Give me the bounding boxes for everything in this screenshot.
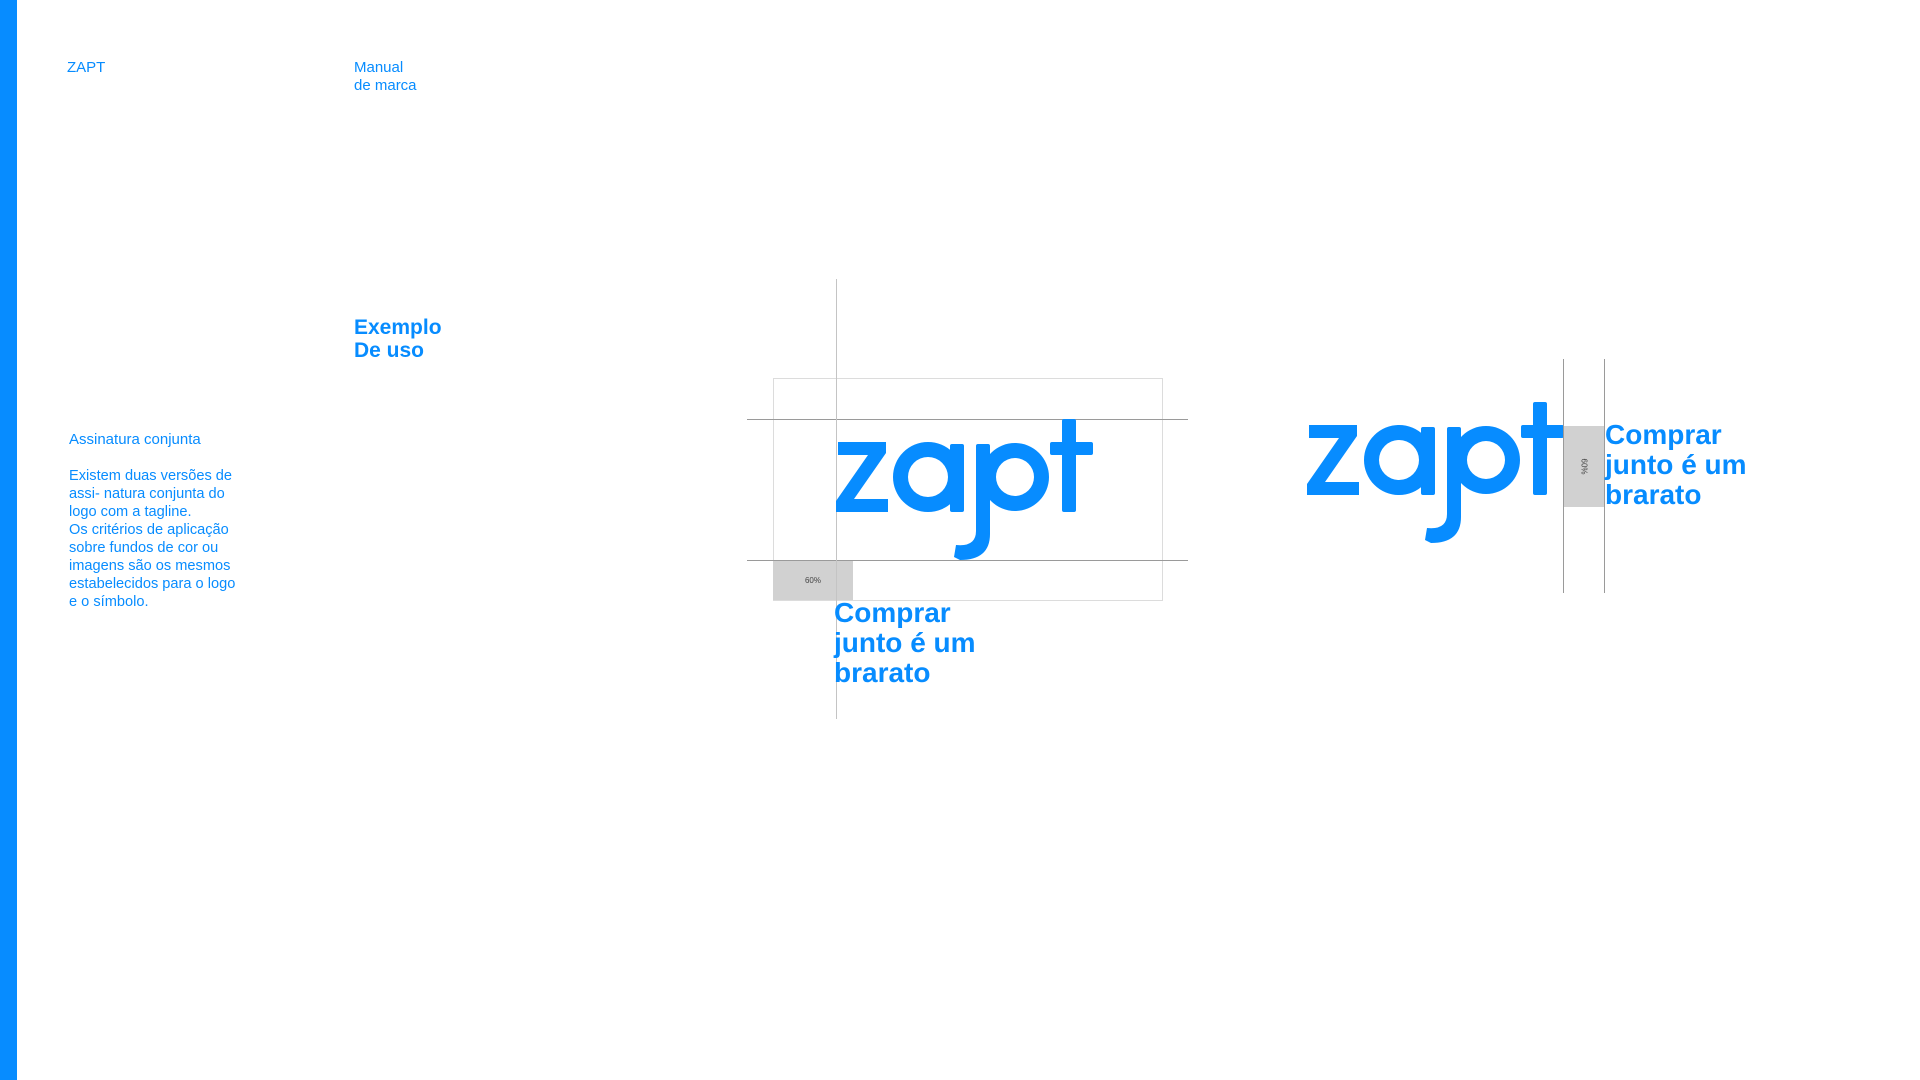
spacing-label: 60%	[804, 575, 821, 585]
paragraph-line: Os critérios de aplicação	[69, 522, 229, 538]
guide-line-right	[1604, 359, 1605, 593]
tagline-line: brarato	[1605, 479, 1702, 510]
tagline-line: brarato	[834, 657, 931, 688]
paragraph-line: e o símbolo.	[69, 594, 149, 610]
section-title-line: Exemplo	[354, 316, 442, 339]
spacing-label: 60%	[1579, 458, 1589, 475]
section-title: Exemplo De uso	[354, 316, 514, 362]
tagline-line: junto é um	[1605, 449, 1747, 480]
tagline-line: Comprar	[1605, 419, 1722, 450]
clear-space-frame	[773, 378, 1163, 601]
zapt-logo	[836, 419, 1093, 560]
paragraph-line: assi- natura conjunta do	[69, 486, 225, 502]
brand-name: ZAPT	[67, 59, 106, 76]
description-paragraph: Existem duas versões de assi- natura con…	[69, 467, 259, 611]
guide-line-vertical	[836, 279, 837, 719]
document-title-line: de marca	[354, 77, 417, 94]
paragraph-line: sobre fundos de cor ou	[69, 540, 219, 556]
brand-accent-bar	[0, 0, 17, 1080]
paragraph-line: imagens são os mesmos	[69, 558, 231, 574]
document-title: Manual de marca	[354, 59, 474, 95]
paragraph-line: estabelecidos para o logo	[69, 576, 236, 592]
tagline-line: Comprar	[834, 597, 951, 628]
guide-line-bottom	[747, 560, 1188, 561]
tagline-line: junto é um	[834, 627, 976, 658]
zapt-logo	[1307, 402, 1564, 543]
paragraph-line: logo com a tagline.	[69, 504, 192, 520]
section-title-line: De uso	[354, 339, 425, 362]
paragraph-line: Existem duas versões de	[69, 468, 233, 484]
subsection-title: Assinatura conjunta	[69, 431, 201, 448]
spacing-box: 60%	[773, 560, 853, 600]
spacing-box: 60%	[1564, 426, 1605, 507]
document-title-line: Manual	[354, 59, 404, 76]
tagline: Comprar junto é um brarato	[1605, 420, 1795, 510]
guide-line-top	[747, 419, 1188, 420]
guide-line-left	[1563, 359, 1564, 593]
tagline: Comprar junto é um brarato	[834, 598, 1024, 688]
